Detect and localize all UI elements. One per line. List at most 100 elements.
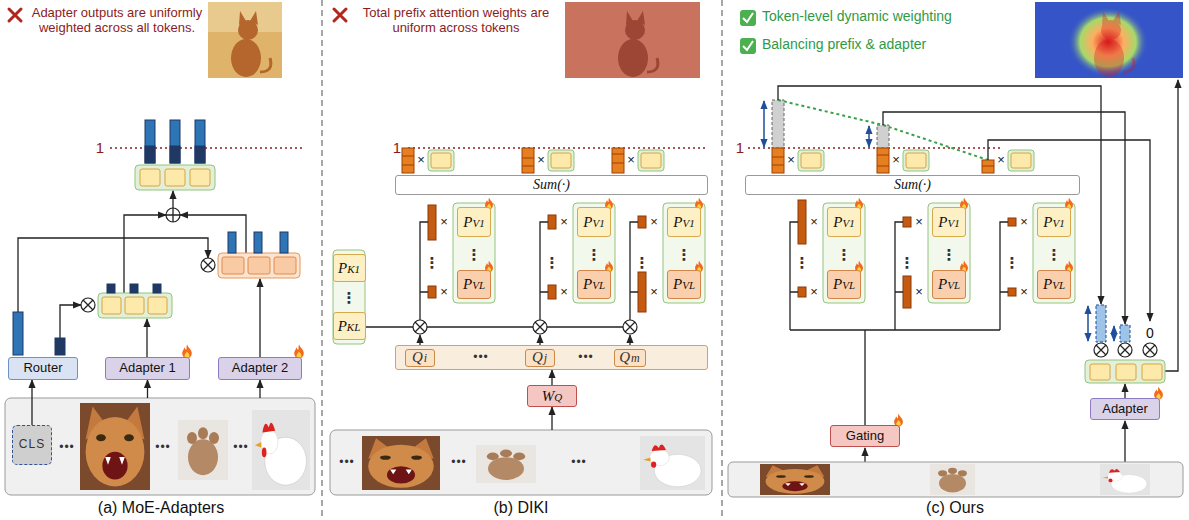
qrow-box: ••••••QiQjQm [395,345,708,370]
prefix-column [638,150,664,171]
prefix-column [612,154,624,163]
check-icon [743,13,753,22]
pvl-box: PVL [577,270,611,299]
flow-line [172,191,173,208]
unit-line [408,148,705,149]
symbol-label: ⋮ [467,247,482,262]
weight-bar [772,157,784,165]
heatmap-photo [1068,7,1148,77]
token-tiles [140,169,160,186]
multiply-symbol [83,300,93,310]
check-icon [740,10,756,26]
check-icon [740,10,756,54]
node-text: ••• [233,441,249,454]
prefix-column [928,203,970,303]
prefix-column [522,148,534,173]
token-strip [330,430,712,495]
cat-photo [208,2,282,78]
node-text: Qm [619,350,641,365]
cross-icon [334,9,346,21]
token-strip [5,398,315,495]
sum-box: Sum(·) [745,175,1080,195]
panel-caption: (b) DIKI [493,499,548,517]
token-strip [760,464,830,495]
token-strip [252,410,310,490]
heatmap-photo [1035,2,1183,78]
output-weight-bar [195,120,205,163]
pv1-box: PV1 [577,207,611,237]
flow-line [864,448,865,462]
prefix-column [1008,288,1016,296]
cat-photo [565,2,700,78]
prefix-column [413,320,427,334]
prefix-column [548,285,556,299]
node-text: PV1 [673,215,694,230]
router-box: Router [8,357,78,380]
cat-photo [208,2,282,78]
symbol-label: 1 [736,139,744,156]
adapter-output [274,257,296,274]
adapter-output [98,284,172,318]
symbol-label: × [650,215,658,230]
pv1-box: PV1 [932,207,966,237]
node-text: Adapter [1102,402,1148,416]
multiply-symbol [1096,345,1106,355]
prefix-column [522,158,534,166]
symbol-label: × [537,153,545,168]
connector [259,380,260,398]
symbol-label: ⋮ [587,247,602,262]
pvl-box: PVL [457,270,491,299]
pv1-box: PV1 [667,207,701,237]
pvl-box: PVL [1037,270,1071,299]
adapter-weight-bar [1096,305,1106,342]
token-tiles [1116,364,1136,380]
symbol-label: × [915,215,923,230]
strip-box: ••••••••• [330,430,712,495]
output-weight-bar [145,146,155,163]
token-tiles [1085,360,1165,383]
token-strip [5,398,315,495]
node-text: ••• [451,456,467,469]
prefix-column [453,203,495,303]
prefix-column [1008,150,1034,171]
node-text: Router [23,361,62,375]
pvl-box: PVL [827,270,861,299]
adapter-weight-bar [1087,306,1089,341]
adapter-output [248,257,270,274]
token-tiles [1142,364,1162,380]
panel-divider [322,0,722,520]
unit-line [748,147,1000,149]
prefix-column [402,156,414,165]
heatmap-photo [1035,2,1183,78]
multiply-symbol [1143,343,1157,357]
adapter-output [218,232,300,278]
connector [551,407,552,430]
flow-line [790,330,1000,425]
adapter-output [125,297,144,314]
unit-line [110,147,305,149]
multiply-symbol [203,260,213,270]
node-text: Sum(·) [533,177,570,192]
multiply-symbol [81,258,215,312]
token-tiles [135,165,215,190]
symbol-label: ⋮ [837,247,852,262]
sum-box: Sum(·) [395,175,708,195]
symbol-label: × [1020,285,1028,300]
prefix-column [428,205,436,240]
node-text: Gating [846,429,884,443]
prefix-column [533,320,547,334]
panel-divider [321,0,323,520]
prefix-column [798,150,824,171]
token-strip [476,445,536,483]
node-text: PV1 [1043,215,1064,230]
q-box: Qj [525,349,555,367]
prefix-column [1000,222,1008,330]
cross-icon [9,9,21,21]
node-text: Qi [412,350,428,365]
annotation-note: Adapter outputs are uniformly weighted a… [28,6,206,36]
symbol-label: ⋮ [635,255,650,270]
symbol-label: × [417,153,425,168]
prefix-column [623,320,637,334]
prefix-column [548,215,556,229]
adapter-output [107,284,115,293]
